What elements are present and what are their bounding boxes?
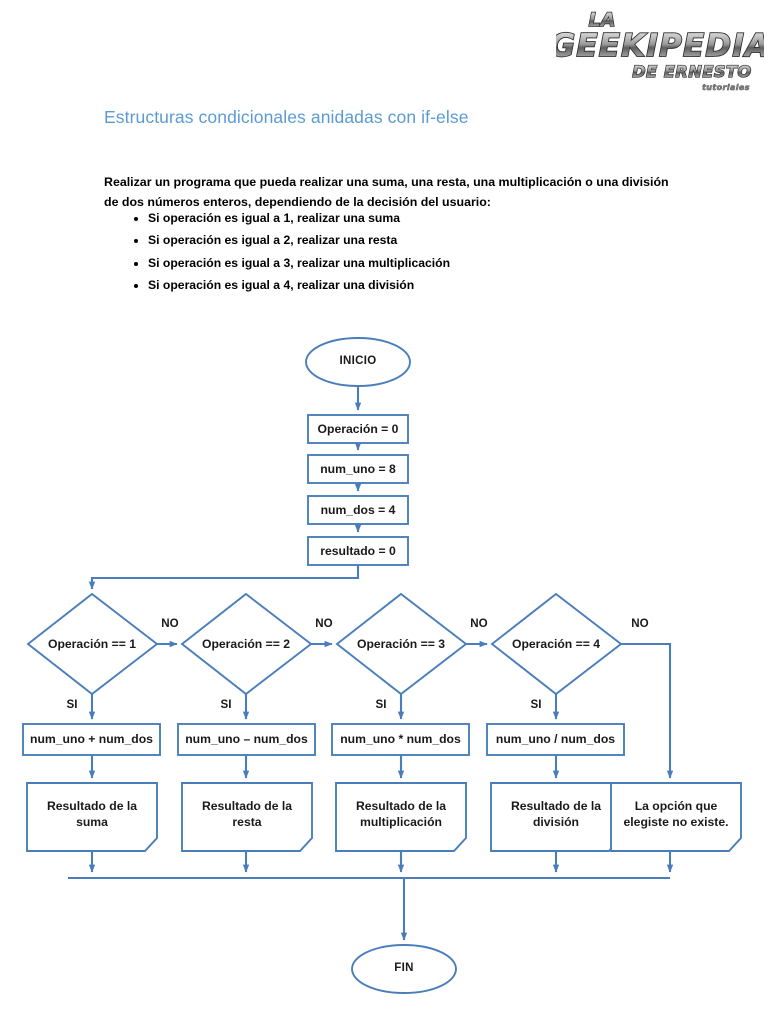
- edge-decision4-no-to-fallback: [621, 642, 674, 779]
- decision-diamond-4-label: Operación == 4: [511, 636, 601, 651]
- site-logo: LA GEEKIPEDIA DE ERNESTO tutoriales: [556, 4, 764, 100]
- operation-box-1-label: num_uno + num_dos: [30, 732, 153, 747]
- output-box-1-label: Resultado de la suma: [46, 798, 138, 829]
- output-box-2-label: Resultado de la resta: [201, 798, 293, 829]
- logo-line-4: tutoriales: [702, 83, 750, 92]
- page-title: Estructuras condicionales anidadas con i…: [104, 107, 469, 127]
- branch-label-si-2: SI: [220, 698, 232, 712]
- output-box-3-label: Resultado de la multiplicación: [355, 798, 447, 829]
- branch-label-no-3: NO: [470, 617, 488, 631]
- branch-label-si-1: SI: [66, 698, 78, 712]
- decision-diamond-1-label: Operación == 1: [47, 636, 137, 651]
- branch-label-si-4: SI: [530, 698, 542, 712]
- intro-paragraph: Realizar un programa que pueda realizar …: [104, 175, 669, 210]
- operation-box-4-label: num_uno / num_dos: [495, 732, 616, 747]
- logo-graphic: LA GEEKIPEDIA DE ERNESTO tutoriales: [556, 8, 764, 92]
- logo-line-2: GEEKIPEDIA: [556, 28, 764, 64]
- branch-label-no-1: NO: [161, 617, 179, 631]
- list-item: Si operación es igual a 2, realizar una …: [148, 229, 668, 251]
- output-box-fallback-label: La opción que elegiste no existe.: [623, 798, 729, 829]
- operation-box-2-label: num_uno – num_dos: [185, 732, 308, 747]
- list-item: Si operación es igual a 1, realizar una …: [148, 207, 668, 229]
- branch-label-no-2: NO: [315, 617, 333, 631]
- decision-diamond-3-label: Operación == 3: [356, 636, 446, 651]
- end-terminal-label: FIN: [394, 962, 414, 975]
- edge-process4-to-decision1: [88, 565, 360, 590]
- process-box-3-label: num_dos = 4: [320, 502, 396, 517]
- operation-box-3-label: num_uno * num_dos: [340, 732, 461, 747]
- process-box-1-label: Operación = 0: [317, 421, 399, 436]
- start-terminal-label: INICIO: [339, 355, 377, 368]
- list-item: Si operación es igual a 4, realizar una …: [148, 274, 668, 296]
- logo-line-3: DE ERNESTO: [632, 62, 751, 81]
- process-box-4-label: resultado = 0: [320, 543, 396, 558]
- branch-label-no-fallback: NO: [631, 617, 649, 631]
- output-box-4-label: Resultado de la división: [510, 798, 602, 829]
- decision-diamond-2-label: Operación == 2: [201, 636, 291, 651]
- process-box-2-label: num_uno = 8: [320, 461, 396, 476]
- requirements-list: Si operación es igual a 1, realizar una …: [126, 207, 668, 296]
- branch-label-si-3: SI: [375, 698, 387, 712]
- logo-line-1: LA: [589, 9, 616, 31]
- list-item: Si operación es igual a 3, realizar una …: [148, 252, 668, 274]
